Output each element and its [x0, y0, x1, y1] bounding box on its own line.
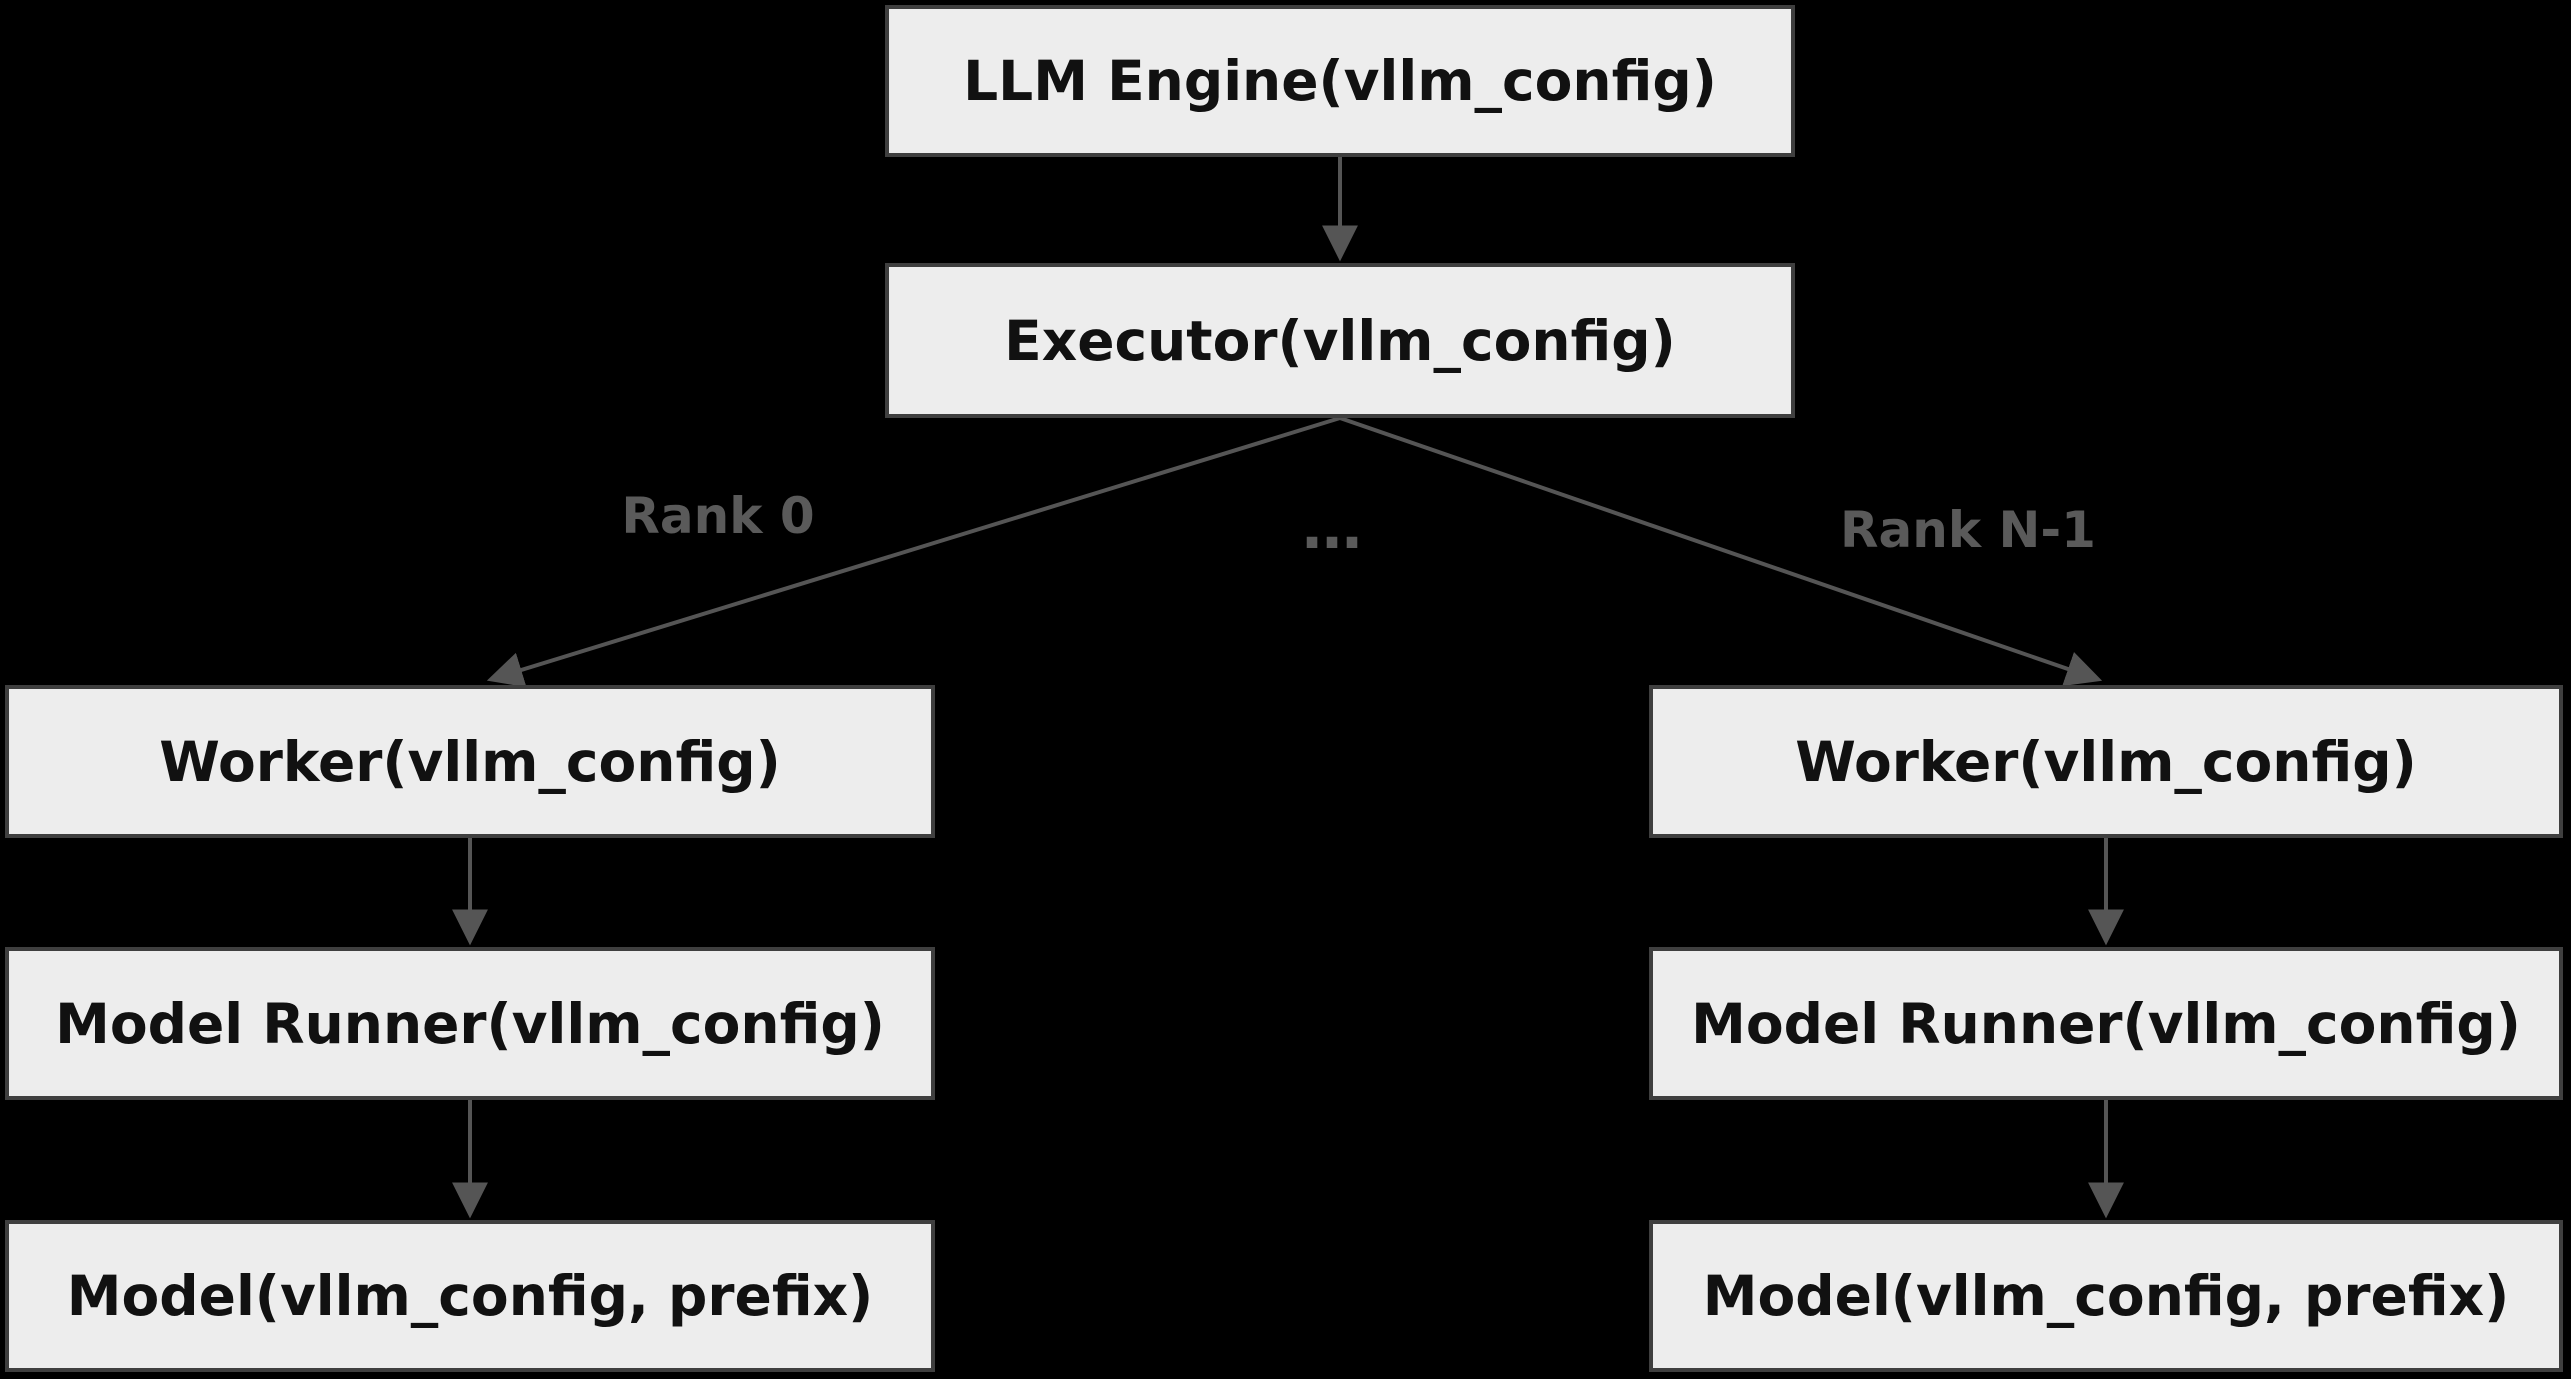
- node-model-runner-rankn: Model Runner(vllm_config): [1649, 947, 2563, 1100]
- node-model-runner-rank0-label: Model Runner(vllm_config): [55, 991, 885, 1056]
- node-model-rank0-label: Model(vllm_config, prefix): [66, 1264, 874, 1328]
- node-model-runner-rank0: Model Runner(vllm_config): [5, 947, 935, 1100]
- node-executor-label: Executor(vllm_config): [1004, 308, 1676, 373]
- node-model-rankn-label: Model(vllm_config, prefix): [1702, 1264, 2510, 1328]
- edge-label-ellipsis: …: [1302, 493, 1364, 563]
- node-model-runner-rankn-label: Model Runner(vllm_config): [1691, 991, 2521, 1056]
- node-model-rankn: Model(vllm_config, prefix): [1649, 1220, 2563, 1372]
- edge-executor-to-worker-rank0: [486, 416, 1341, 688]
- node-llm-engine: LLM Engine(vllm_config): [885, 5, 1795, 157]
- node-llm-engine-label: LLM Engine(vllm_config): [963, 49, 1717, 113]
- node-model-rank0: Model(vllm_config, prefix): [5, 1220, 935, 1372]
- node-executor: Executor(vllm_config): [885, 263, 1795, 418]
- edge-label-rank0: Rank 0: [621, 487, 815, 545]
- node-worker-rank0-label: Worker(vllm_config): [159, 729, 781, 794]
- edge-label-rankn: Rank N-1: [1840, 501, 2096, 559]
- node-worker-rank0: Worker(vllm_config): [5, 685, 935, 838]
- node-worker-rankn: Worker(vllm_config): [1649, 685, 2563, 838]
- node-worker-rankn-label: Worker(vllm_config): [1795, 729, 2417, 794]
- edge-executor-to-worker-rankn: [1339, 416, 2103, 687]
